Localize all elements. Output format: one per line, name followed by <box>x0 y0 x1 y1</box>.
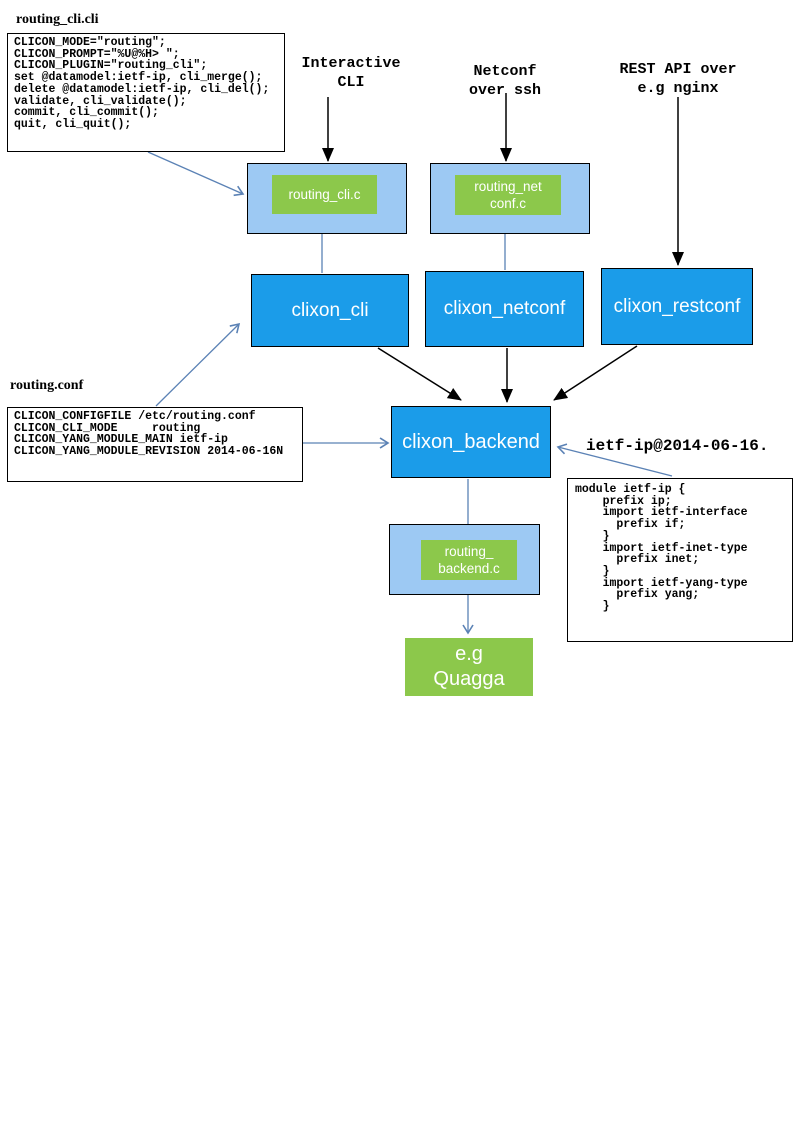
interactive-cli-label: Interactive CLI <box>301 55 401 91</box>
netconf-over-ssh-label: Netconf over ssh <box>468 63 541 99</box>
arrow-clifile-to-cli-plugin <box>147 151 245 197</box>
ietf-ip-yang-title: ietf-ip@2014-06-16. <box>586 437 769 455</box>
routing-cli-c-plugin: routing_cli.c <box>272 175 377 214</box>
rest-api-label: REST API over e.g nginx <box>619 61 737 97</box>
arrow-conf-to-clixon-cli <box>155 322 241 407</box>
clixon-cli-box: clixon_cli <box>251 274 409 347</box>
clixon-netconf-box: clixon_netconf <box>425 271 584 347</box>
quagga-box: e.g Quagga <box>405 638 533 696</box>
arrow-restconf-to-backend <box>553 345 638 401</box>
clixon-backend-box: clixon_backend <box>391 406 551 478</box>
routing-netconf-c-plugin: routing_net conf.c <box>455 175 561 215</box>
ietf-ip-yang-code-box: module ietf-ip { prefix ip; import ietf-… <box>567 478 793 642</box>
arrow-cli-to-backend <box>377 347 462 401</box>
routing-cli-file-title: routing_cli.cli <box>16 12 99 27</box>
routing-cli-code-box: CLICON_MODE="routing"; CLICON_PROMPT="%U… <box>7 33 285 152</box>
routing-conf-code-box: CLICON_CONFIGFILE /etc/routing.conf CLIC… <box>7 407 303 482</box>
clixon-restconf-box: clixon_restconf <box>601 268 753 345</box>
netconf-plugin-container: routing_net conf.c <box>430 163 590 234</box>
routing-backend-c-plugin: routing_ backend.c <box>421 540 517 580</box>
backend-plugin-container: routing_ backend.c <box>389 524 540 595</box>
cli-plugin-container: routing_cli.c <box>247 163 407 234</box>
routing-conf-file-title: routing.conf <box>10 378 84 393</box>
